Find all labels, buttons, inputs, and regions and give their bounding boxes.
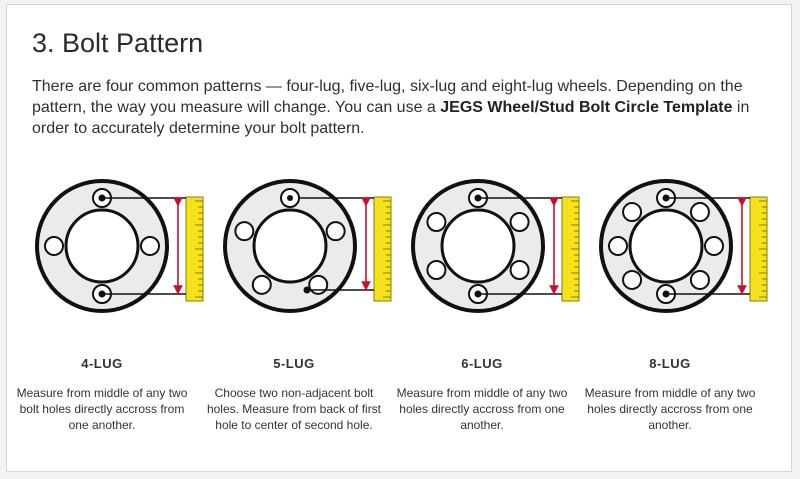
bolt-hole-5-lug [308, 274, 329, 295]
pattern-title-6-lug: 6-LUG [461, 356, 503, 371]
bolt-hole-4-lug [44, 236, 64, 256]
bolt-hole-8-lug [704, 236, 724, 256]
bolt-hole-8-lug [608, 236, 628, 256]
pattern-title-5-lug: 5-LUG [273, 356, 315, 371]
pattern-description-6-lug: Measure from middle of any two holes dir… [396, 386, 568, 432]
center-bore-6-lug [440, 208, 516, 284]
center-bore-4-lug [64, 208, 140, 284]
bolt-hole-6-lug [509, 212, 530, 232]
intro-paragraph: There are four common patterns — four-lu… [32, 76, 752, 139]
bolt-hole-5-lug [234, 221, 255, 242]
bolt-hole-6-lug [509, 260, 530, 280]
bolt-hole-8-lug [622, 202, 643, 223]
pattern-title-4-lug: 4-LUG [81, 356, 123, 371]
bolt-hole-6-lug [426, 260, 447, 280]
bolt-hole-5-lug [325, 221, 346, 242]
pattern-description-4-lug: Measure from middle of any two bolt hole… [16, 386, 188, 432]
bolt-hole-5-lug [251, 274, 272, 295]
bolt-hole-8-lug [622, 269, 643, 290]
bolt-hole-4-lug [140, 236, 160, 256]
center-bore-8-lug [628, 208, 704, 284]
pattern-description-8-lug: Measure from middle of any two holes dir… [584, 386, 756, 432]
pattern-title-8-lug: 8-LUG [649, 356, 691, 371]
bolt-hole-8-lug [689, 269, 710, 290]
intro-text-2: in order to accurately determine your bo… [32, 99, 750, 137]
pattern-description-5-lug: Choose two non-adjacent bolt holes. Meas… [206, 386, 382, 432]
measure-dot [287, 195, 293, 201]
bolt-hole-6-lug [426, 212, 447, 232]
section-title: 3. Bolt Pattern [32, 28, 204, 58]
template-name: JEGS Wheel/Stud Bolt Circle Template [440, 99, 733, 116]
bolt-hole-8-lug [689, 202, 710, 223]
center-bore-5-lug [252, 208, 328, 284]
intro-text-1: There are four common patterns — four-lu… [32, 78, 743, 116]
